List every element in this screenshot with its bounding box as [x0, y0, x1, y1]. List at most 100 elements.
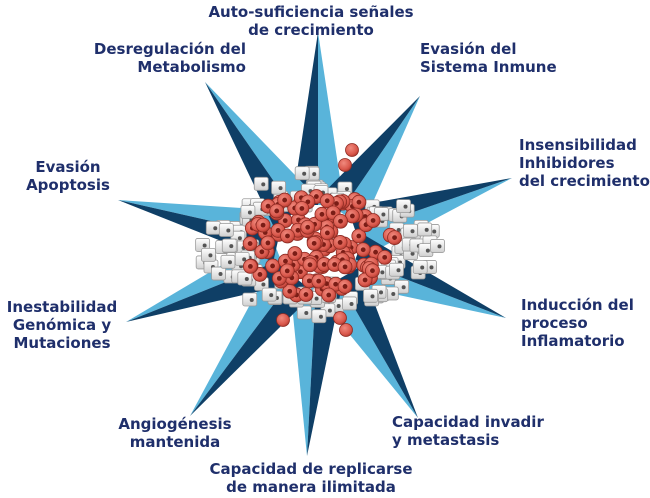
- cancer-cell-nucleus: [295, 227, 301, 233]
- cancer-cell-nucleus: [265, 240, 271, 246]
- normal-cell-nucleus: [429, 265, 434, 270]
- normal-cell-nucleus: [380, 270, 385, 275]
- normal-cell-nucleus: [261, 182, 266, 187]
- cancer-cell-nucleus: [299, 206, 305, 211]
- cancer-cell-nucleus: [303, 292, 309, 297]
- spike-lower-left-dark: [190, 277, 315, 416]
- normal-cell-nucleus: [269, 293, 274, 298]
- normal-cell-nucleus: [261, 282, 266, 287]
- normal-cell-nucleus: [226, 228, 231, 233]
- cancer-cell-nucleus: [260, 222, 266, 228]
- normal-cell: [296, 305, 312, 320]
- cancer-cell-nucleus: [259, 249, 265, 255]
- cancer-cell-nucleus: [257, 272, 263, 277]
- normal-cell-nucleus: [242, 257, 247, 262]
- cancer-cell-nucleus: [305, 224, 311, 230]
- normal-cell-nucleus: [244, 276, 249, 281]
- normal-cell: [294, 166, 310, 181]
- cancer-cell-nucleus: [311, 240, 317, 246]
- normal-cell-nucleus: [302, 171, 307, 176]
- cancer-cell-nucleus: [360, 247, 366, 253]
- normal-cell: [412, 260, 428, 274]
- cancer-cell-nucleus: [247, 263, 253, 269]
- normal-cell-nucleus: [336, 304, 341, 309]
- migrating-cancer-cell: [333, 311, 347, 325]
- normal-cell-nucleus: [396, 268, 401, 273]
- cancer-cell-nucleus: [292, 251, 298, 256]
- normal-cell-nucleus: [381, 212, 386, 217]
- spike-bottom-light: [289, 283, 316, 456]
- normal-cell-nucleus: [379, 290, 384, 295]
- cancer-cell-nucleus: [265, 203, 271, 209]
- cancer-cell-nucleus: [349, 213, 355, 219]
- normal-cell-nucleus: [403, 204, 408, 209]
- cancer-cell-nucleus: [285, 233, 290, 239]
- cancer-cell-nucleus: [326, 292, 332, 298]
- normal-cell-nucleus: [213, 226, 218, 231]
- normal-cell-nucleus: [424, 227, 429, 232]
- cancer-cell-nucleus: [282, 197, 288, 203]
- normal-cell-nucleus: [304, 310, 309, 315]
- normal-cell-nucleus: [312, 172, 317, 177]
- normal-cell-nucleus: [318, 314, 323, 319]
- normal-cell: [271, 180, 286, 195]
- cancer-cell-nucleus: [321, 262, 327, 267]
- normal-cell: [211, 266, 226, 281]
- normal-cell: [253, 176, 269, 191]
- normal-cell-nucleus: [327, 308, 332, 313]
- cancer-cell-nucleus: [307, 262, 313, 268]
- normal-cell-nucleus: [344, 186, 349, 191]
- normal-cell-nucleus: [237, 236, 242, 241]
- spike-upper-left-light: [205, 82, 317, 213]
- normal-cell: [221, 238, 237, 253]
- normal-cell: [237, 271, 253, 286]
- normal-cell-nucleus: [401, 285, 406, 290]
- normal-cell: [389, 262, 404, 277]
- normal-cell-nucleus: [218, 272, 223, 277]
- normal-cell-nucleus: [229, 244, 234, 249]
- cancer-cell-nucleus: [313, 194, 319, 199]
- normal-cell: [403, 223, 418, 238]
- spike-lower-right-dark: [338, 266, 418, 418]
- cancer-cell-nucleus: [334, 201, 339, 206]
- normal-cell: [311, 309, 327, 324]
- cancer-cell-nucleus: [370, 268, 375, 274]
- normal-cell: [417, 222, 433, 237]
- spike-top-light: [318, 32, 344, 205]
- normal-cell-nucleus: [432, 229, 437, 234]
- cancer-cell-nucleus: [324, 230, 330, 236]
- normal-cell: [261, 287, 277, 302]
- cancer-cell-nucleus: [298, 269, 303, 275]
- cancer-cell-nucleus: [392, 235, 397, 240]
- normal-cell: [201, 247, 216, 262]
- migrating-cancer-cell: [339, 323, 353, 337]
- cancer-cell-nucleus: [247, 241, 253, 246]
- normal-cell-nucleus: [208, 253, 213, 258]
- cancer-cell-nucleus: [319, 211, 325, 217]
- cancer-cell-nucleus: [338, 218, 343, 224]
- cancer-cell-nucleus: [337, 240, 343, 245]
- cancer-cell-nucleus: [282, 218, 288, 224]
- cancer-cell-nucleus: [275, 228, 281, 233]
- cancer-cell-nucleus: [342, 264, 348, 270]
- cancer-cell-nucleus: [270, 263, 275, 269]
- normal-cell-nucleus: [247, 210, 252, 215]
- normal-cell-nucleus: [410, 229, 415, 234]
- normal-cell-nucleus: [278, 186, 283, 191]
- normal-cell: [240, 205, 256, 219]
- normal-cell-nucleus: [420, 265, 425, 270]
- normal-cell-nucleus: [249, 297, 254, 302]
- spike-upper-right-light: [340, 96, 420, 227]
- normal-cell: [218, 223, 234, 237]
- normal-cell-nucleus: [202, 243, 207, 248]
- migrating-cancer-cell: [345, 143, 359, 157]
- normal-cell-nucleus: [314, 296, 319, 301]
- normal-cell: [205, 220, 221, 235]
- cancer-cell-nucleus: [362, 277, 368, 283]
